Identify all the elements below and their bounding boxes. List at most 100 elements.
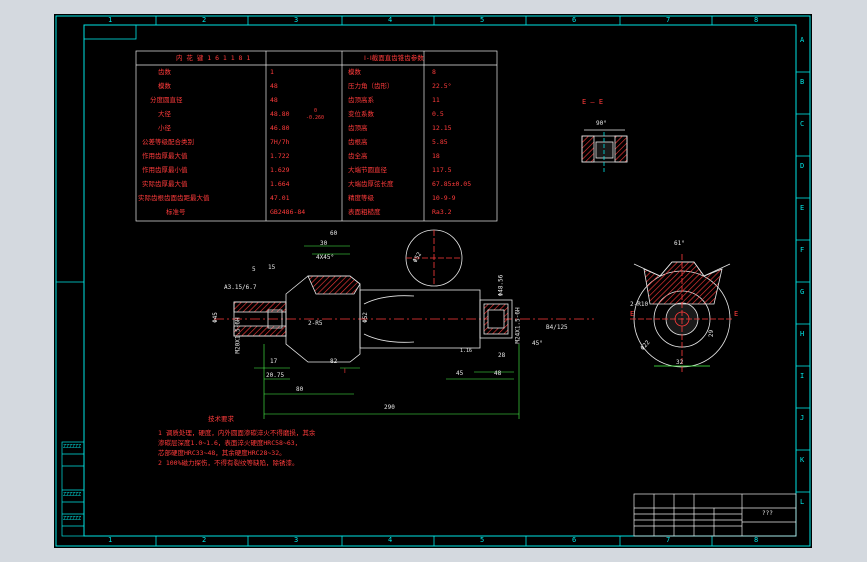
dim-r5: 2-R5 bbox=[308, 320, 323, 327]
zone-label: 8 bbox=[754, 536, 759, 544]
gear-depth-label: 29 bbox=[708, 329, 716, 338]
row-label: 齿全高 bbox=[348, 152, 368, 160]
cut-marker-right: E bbox=[734, 310, 739, 318]
zone-label: 6 bbox=[572, 536, 577, 544]
zone-label: 3 bbox=[294, 16, 299, 24]
dimension-lines bbox=[254, 245, 520, 419]
zone-label: B bbox=[800, 78, 805, 86]
notes-title: 技术要求 bbox=[208, 415, 234, 423]
row-label: 大端节圆直径 bbox=[348, 166, 387, 174]
row-value: 48.80 bbox=[270, 110, 290, 118]
row-value: GB2486-84 bbox=[270, 208, 306, 216]
dim-phi45: Φ45 bbox=[211, 312, 219, 323]
table-grid bbox=[135, 50, 498, 222]
table-header-right: Ⅰ-Ⅰ截面直齿锥齿参数 bbox=[364, 54, 424, 62]
strip-label: ZZZZZZ bbox=[63, 516, 82, 522]
zone-label: 5 bbox=[480, 536, 485, 544]
section-marker-roman: Ⅰ bbox=[344, 368, 346, 375]
row-label: 作用齿厚最大值 bbox=[142, 152, 188, 160]
row-label: 实际齿厚最大值 bbox=[142, 180, 188, 188]
zone-label: C bbox=[800, 120, 805, 128]
gear-front-view bbox=[630, 254, 734, 374]
dim-5: 5 bbox=[252, 266, 256, 273]
row-value: 1.722 bbox=[270, 152, 290, 160]
tolerance-lower: -0.260 bbox=[306, 115, 325, 121]
zone-label: 1 bbox=[108, 16, 113, 24]
row-label: 作用齿厚最小值 bbox=[142, 166, 188, 174]
row-label: 齿根高 bbox=[348, 138, 368, 146]
dim-m20: M20X1.5-6H bbox=[234, 317, 242, 354]
dim-48: 48 bbox=[494, 370, 502, 377]
row-label: 压力角（齿形） bbox=[348, 82, 394, 90]
zone-label: 8 bbox=[754, 16, 759, 24]
dim-28: 28 bbox=[498, 352, 506, 359]
zone-label: I bbox=[800, 372, 805, 380]
zone-label: K bbox=[800, 456, 805, 464]
dim-rb: B4/125 bbox=[546, 324, 568, 331]
note-line: 2 100%磁力探伤，不得有裂纹等缺陷，除锈漆。 bbox=[158, 459, 299, 467]
zone-label: H bbox=[800, 330, 805, 338]
row-label: 实际齿根齿面齿距最大值 bbox=[138, 194, 210, 202]
zone-label: 7 bbox=[666, 536, 671, 544]
dim-4x45: 4X45° bbox=[316, 254, 335, 261]
section-e-e bbox=[581, 129, 628, 174]
dim-m24: M24X1.5-6H bbox=[514, 307, 522, 344]
row-value: 7H/7h bbox=[270, 138, 290, 146]
zone-label: 2 bbox=[202, 536, 207, 544]
drawing-svg bbox=[55, 15, 811, 547]
row-label: 小径 bbox=[158, 124, 171, 132]
zone-label: 3 bbox=[294, 536, 299, 544]
zone-ticks bbox=[56, 16, 810, 546]
row-value: 1 bbox=[270, 68, 274, 76]
row-label: 大端齿厚弦长度 bbox=[348, 180, 394, 188]
dim-17: 17 bbox=[270, 358, 278, 365]
cut-marker-left: E bbox=[630, 310, 635, 318]
gear-width-label: 32 bbox=[676, 359, 684, 366]
row-label: 齿顶高 bbox=[348, 124, 368, 132]
row-label: 标准号 bbox=[166, 208, 186, 216]
row-value: Ra3.2 bbox=[432, 208, 452, 216]
dim-2075: 20.75 bbox=[266, 372, 285, 379]
strip-label: ZZZZZZ bbox=[63, 492, 82, 498]
dim-116: 1.16 bbox=[460, 348, 473, 354]
row-value: 48 bbox=[270, 96, 278, 104]
row-value: 10-9-9 bbox=[432, 194, 456, 202]
dim-45: 45 bbox=[456, 370, 464, 377]
row-value: 22.5° bbox=[432, 82, 452, 90]
row-label: 变位系数 bbox=[348, 110, 374, 118]
dim-45deg: 45° bbox=[532, 340, 543, 347]
row-value: 67.85±0.05 bbox=[432, 180, 472, 188]
dim-82: 82 bbox=[330, 358, 338, 365]
note-line: 芯部硬度HRC33~48，其余硬度HRC28~32。 bbox=[158, 449, 286, 457]
row-value: 12.15 bbox=[432, 124, 452, 132]
row-value: 0.5 bbox=[432, 110, 444, 118]
zone-label: 6 bbox=[572, 16, 577, 24]
dim-290: 290 bbox=[384, 404, 395, 411]
row-value: 1.629 bbox=[270, 166, 290, 174]
row-value: 1.664 bbox=[270, 180, 290, 188]
title-block bbox=[633, 493, 797, 537]
row-value: 18 bbox=[432, 152, 440, 160]
shaft-view bbox=[214, 229, 594, 363]
drawing-canvas[interactable]: 1 2 3 4 5 6 7 8 1 2 3 4 5 6 7 8 A B C D … bbox=[54, 14, 812, 548]
row-label: 公差等级配合类别 bbox=[142, 138, 194, 146]
zone-label: 4 bbox=[388, 536, 393, 544]
row-value: 48 bbox=[270, 82, 278, 90]
row-label: 齿顶高系 bbox=[348, 96, 374, 104]
zone-label: G bbox=[800, 288, 805, 296]
row-label: 表面粗糙度 bbox=[348, 208, 381, 216]
dim-a3: A3.15/6.7 bbox=[224, 284, 257, 291]
zone-label: 2 bbox=[202, 16, 207, 24]
row-label: 分度圆直径 bbox=[150, 96, 183, 104]
dim-phi52: Φ52 bbox=[361, 312, 369, 323]
row-label: 大径 bbox=[158, 110, 171, 118]
dim-30: 30 bbox=[320, 240, 328, 247]
zone-label: E bbox=[800, 204, 805, 212]
row-value: 5.85 bbox=[432, 138, 448, 146]
row-label: 模数 bbox=[158, 82, 171, 90]
row-value: 8 bbox=[432, 68, 436, 76]
section-title: E — E bbox=[582, 98, 604, 106]
row-value: 117.5 bbox=[432, 166, 452, 174]
zone-label: 1 bbox=[108, 536, 113, 544]
zone-label: D bbox=[800, 162, 805, 170]
